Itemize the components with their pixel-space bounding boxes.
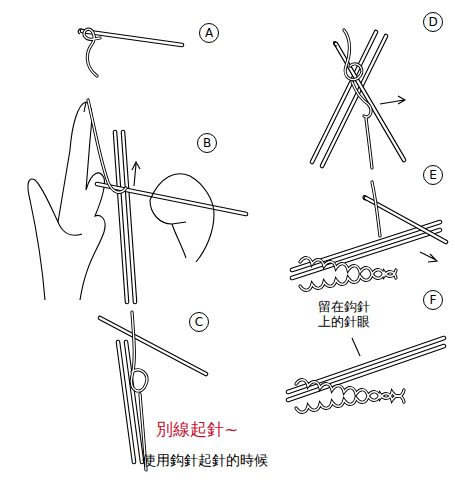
- step-letter-circle: C: [189, 312, 209, 332]
- panel-c-drawing: [100, 312, 206, 470]
- step-letter: E: [429, 169, 437, 181]
- step-letter: D: [428, 16, 437, 28]
- step-letter-circle: F: [423, 290, 443, 310]
- figure-caption: 使用鈎針起針的時候: [142, 452, 268, 470]
- watermark-text: 別線起針~: [156, 420, 238, 440]
- panel-d-drawing: [312, 30, 405, 168]
- panel-f-drawing: [288, 338, 444, 412]
- panel-b-drawing: [28, 100, 246, 302]
- step-letter-circle: B: [197, 133, 217, 153]
- panel-e-drawing: [292, 182, 446, 290]
- step-letter: B: [203, 137, 211, 149]
- step-letter: F: [430, 294, 437, 306]
- step-letter-circle: E: [423, 165, 443, 185]
- step-letter-circle: D: [423, 12, 443, 32]
- step-letter-circle: A: [199, 23, 219, 43]
- step-letter: C: [195, 316, 203, 328]
- callout-label: 留在鈎針上的針眼: [318, 300, 373, 330]
- step-letter: A: [205, 27, 213, 39]
- panel-a-drawing: [78, 29, 182, 76]
